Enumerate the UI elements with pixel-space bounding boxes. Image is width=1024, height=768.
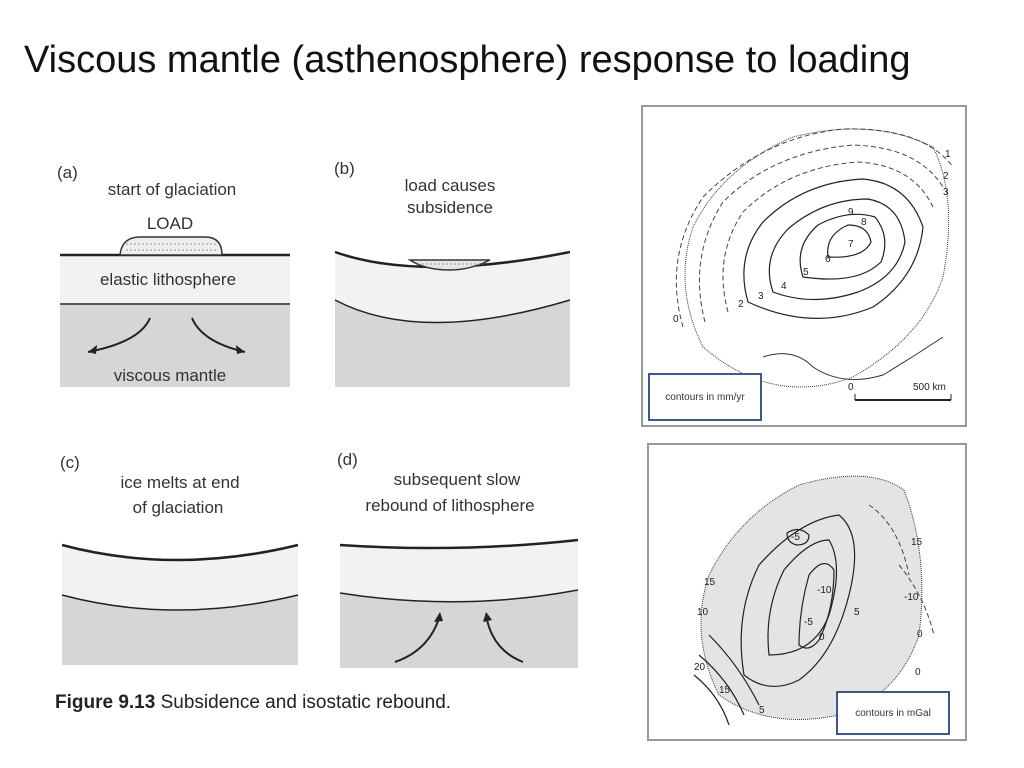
figure-caption-text: Subsidence and isostatic rebound. xyxy=(160,692,452,713)
mm-yr-legend: contours in mm/yr xyxy=(648,373,762,421)
contour-label: 2 xyxy=(738,299,744,310)
contour-label: -10 xyxy=(817,585,832,596)
panel-b-heading-1: load causes xyxy=(404,176,496,195)
panel-b xyxy=(334,250,571,387)
contour-label: 8 xyxy=(861,217,867,228)
contour-label: -10 xyxy=(904,592,919,603)
uplift-contours: 0 500 km 0 2 3 4 5 6 7 8 9 1 2 3 xyxy=(673,128,954,401)
contour-label: 3 xyxy=(943,187,949,198)
panel-b-letter: (b) xyxy=(334,159,355,178)
panel-d-heading-1: subsequent slow xyxy=(393,470,521,489)
panel-c xyxy=(61,543,299,665)
contour-label: 5 xyxy=(854,607,860,618)
contour-label: 2 xyxy=(943,171,949,182)
contour-label: -5 xyxy=(804,617,813,628)
contour-label: 15 xyxy=(704,577,716,588)
contour-label: 7 xyxy=(848,239,854,250)
contour-label: 10 xyxy=(697,607,709,618)
panel-d-letter: (d) xyxy=(337,450,358,469)
panel-b-heading-2: subsidence xyxy=(406,198,494,217)
elastic-lithosphere-label: elastic lithosphere xyxy=(99,270,237,289)
panel-c-heading-2: of glaciation xyxy=(132,498,224,517)
gravity-contours: -5 -10 -5 0 5 10 15 20 15 -10 0 15 0 5 xyxy=(693,475,935,726)
contour-label: 15 xyxy=(911,537,923,548)
figure-caption: Figure 9.13 Subsidence and isostatic reb… xyxy=(55,692,451,714)
contour-label: -5 xyxy=(791,532,800,543)
figure-number: Figure 9.13 xyxy=(55,692,156,713)
contour-label: 0 xyxy=(915,667,921,678)
contour-label: 3 xyxy=(758,291,764,302)
contour-label: 15 xyxy=(719,685,731,696)
panel-d xyxy=(339,538,579,668)
contour-label: 0 xyxy=(819,632,825,643)
contour-label: 1 xyxy=(945,149,951,160)
scale-end: 500 km xyxy=(913,382,946,393)
mgal-legend: contours in mGal xyxy=(836,691,950,735)
subsidence-diagram xyxy=(60,236,579,668)
contour-label: 0 xyxy=(673,314,679,325)
contour-label: 6 xyxy=(825,254,831,265)
contour-label: 9 xyxy=(848,207,854,218)
contour-label: 5 xyxy=(803,267,809,278)
load-label: LOAD xyxy=(146,214,194,233)
viscous-mantle-label: viscous mantle xyxy=(113,366,227,385)
panel-c-heading-1: ice melts at end xyxy=(120,473,240,492)
panel-d-heading-2: rebound of lithosphere xyxy=(365,496,535,515)
contour-label: 0 xyxy=(917,629,923,640)
contour-label: 20 xyxy=(694,662,706,673)
scale-start: 0 xyxy=(848,382,854,393)
panel-a-heading: start of glaciation xyxy=(107,180,237,199)
slide-title: Viscous mantle (asthenosphere) response … xyxy=(24,39,911,81)
contour-label: 5 xyxy=(759,705,765,716)
contour-label: 4 xyxy=(781,281,787,292)
panel-a-letter: (a) xyxy=(57,163,78,182)
panel-a xyxy=(60,236,290,387)
panel-c-letter: (c) xyxy=(60,453,80,472)
